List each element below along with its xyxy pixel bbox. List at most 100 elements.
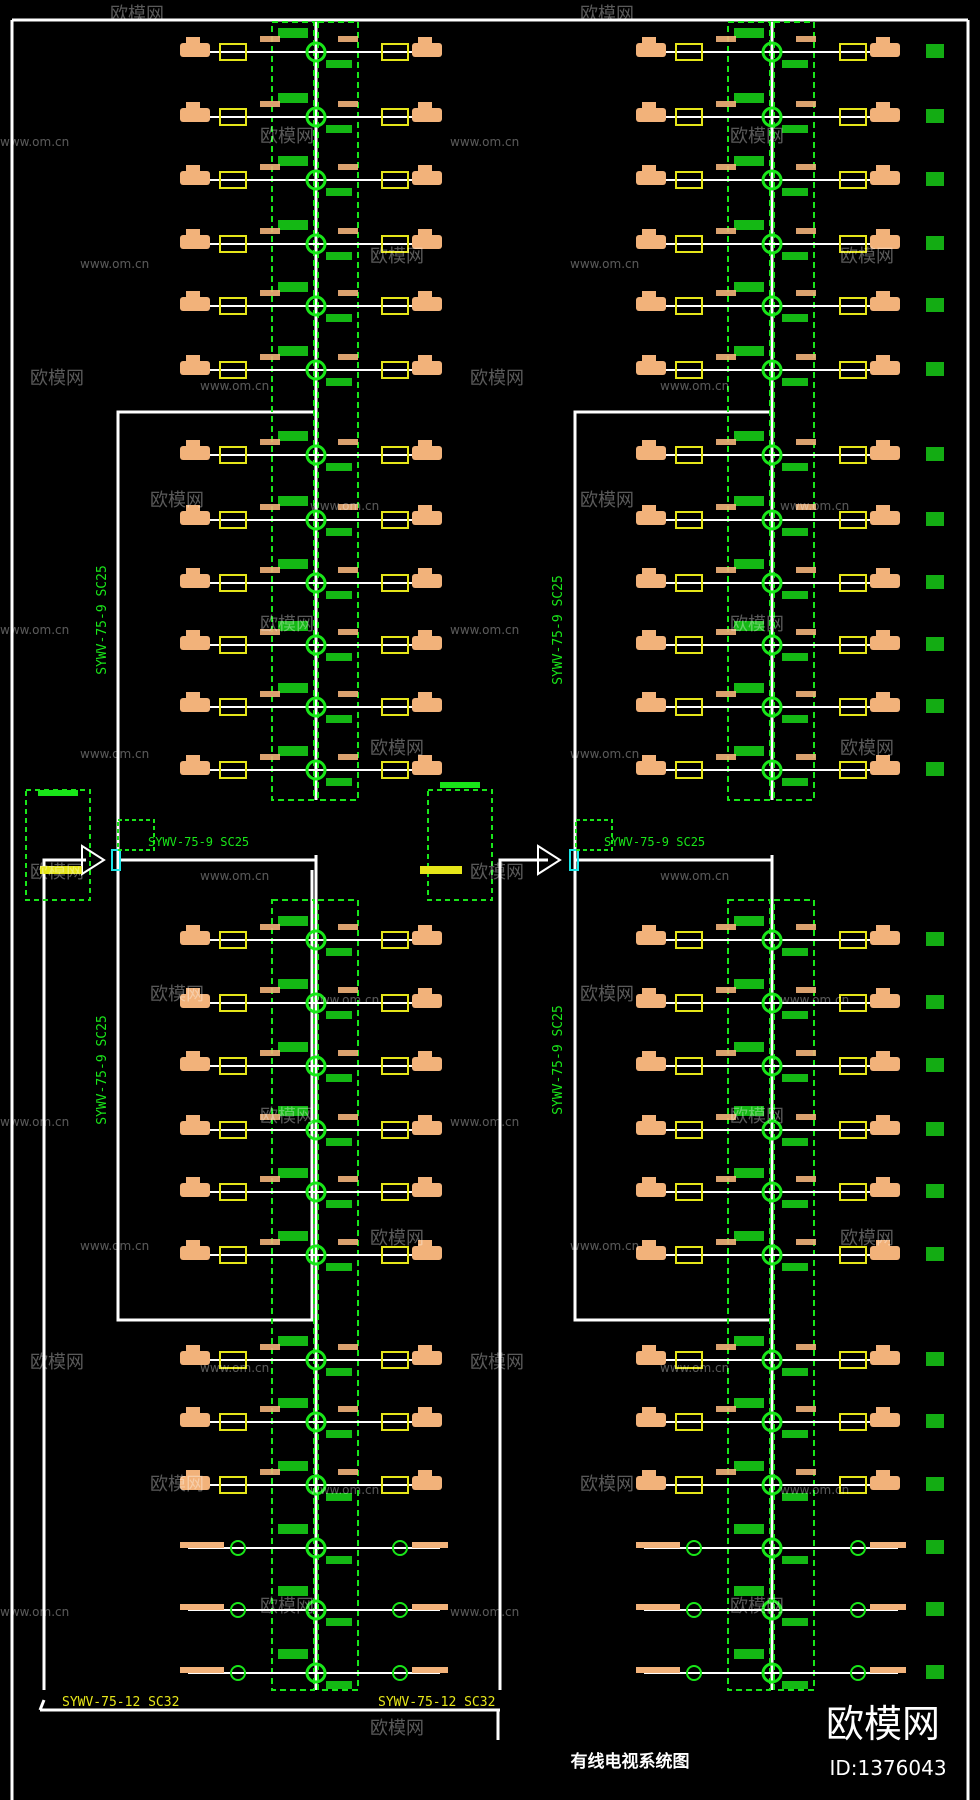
splitter-box <box>675 297 703 315</box>
tap-value-mark <box>782 778 808 786</box>
tv-outlet-top <box>186 1407 200 1413</box>
tap-value-mark <box>782 653 808 661</box>
outlet-tag <box>338 504 358 510</box>
tap-value-mark <box>326 378 352 386</box>
watermark-site: www.om.cn <box>450 135 519 149</box>
tap-circle <box>761 572 783 594</box>
floor-row <box>636 683 944 723</box>
floor-mark <box>926 932 944 946</box>
splitter-box <box>219 636 247 654</box>
tap-circle <box>761 759 783 781</box>
tap-value-mark <box>782 1556 808 1564</box>
tap-label-mark <box>734 496 764 506</box>
tap-label-mark <box>734 1586 764 1596</box>
splitter-box <box>381 1351 409 1369</box>
outlet-tag <box>260 924 280 930</box>
splitter-box <box>675 108 703 126</box>
watermark-site: www.om.cn <box>200 1361 269 1375</box>
tv-outlet-icon <box>412 171 442 185</box>
splitter-box <box>219 1476 247 1494</box>
tv-outlet-icon <box>636 1057 666 1071</box>
floor-row <box>636 1524 944 1564</box>
watermark-site: www.om.cn <box>310 1483 379 1497</box>
tap-value-mark <box>326 1368 352 1376</box>
floor-row <box>180 1398 442 1438</box>
amplifier-icon <box>81 844 106 876</box>
watermark-site: www.om.cn <box>0 1115 69 1129</box>
outlet-tag <box>716 1406 736 1412</box>
outlet-tag <box>338 1050 358 1056</box>
watermark-site: www.om.cn <box>450 1605 519 1619</box>
feeder-line-3 <box>573 410 772 860</box>
tv-outlet-top <box>642 165 656 171</box>
splitter-box <box>839 108 867 126</box>
outlet-tag <box>796 754 816 760</box>
tv-outlet-icon <box>636 761 666 775</box>
splitter-box <box>381 1246 409 1264</box>
floor-row <box>636 28 944 68</box>
tap-circle <box>761 929 783 951</box>
tv-outlet-top <box>186 1470 200 1476</box>
tv-outlet-top <box>876 755 890 761</box>
outlet-tag <box>716 1344 736 1350</box>
feeder-line-6 <box>42 858 86 1690</box>
tv-outlet-icon <box>180 43 210 57</box>
splitter-box <box>675 1351 703 1369</box>
tap-circle <box>761 1411 783 1433</box>
tap-circle <box>761 359 783 381</box>
tap-value-mark <box>326 1263 352 1271</box>
watermark-brand: 欧模网 <box>370 738 424 759</box>
watermark-brand: 欧模网 <box>30 1352 84 1373</box>
tap-value-mark <box>782 1618 808 1626</box>
outlet-tag <box>260 1344 280 1350</box>
floor-mark <box>926 1414 944 1428</box>
tap-value-mark <box>782 528 808 536</box>
splitter-box <box>219 698 247 716</box>
tap-label-mark <box>734 156 764 166</box>
tap-value-mark <box>782 1138 808 1146</box>
tv-outlet-icon <box>636 636 666 650</box>
watermark-brand: 欧模网 <box>470 862 524 883</box>
watermark-layer: 欧模网欧模网欧模网欧模网欧模网欧模网欧模网欧模网欧模网欧模网欧模网欧模网欧模网欧… <box>0 4 894 1739</box>
splitter-box <box>675 43 703 61</box>
splitter-box <box>381 1121 409 1139</box>
terminator-circle <box>686 1665 702 1681</box>
tap-value-mark <box>782 948 808 956</box>
tap-circle <box>761 509 783 531</box>
tv-outlet-top <box>642 925 656 931</box>
floor-mark <box>926 1184 944 1198</box>
floor-mark <box>926 762 944 776</box>
splitter-box <box>381 1476 409 1494</box>
tap-label-mark <box>278 1106 308 1116</box>
outlet-tag <box>338 1114 358 1120</box>
amplifier-group <box>25 789 155 901</box>
splitter-box <box>381 761 409 779</box>
tap-value-mark <box>326 1618 352 1626</box>
splitter-box <box>219 1121 247 1139</box>
tap-circle <box>761 169 783 191</box>
splitter-box <box>219 235 247 253</box>
tap-label-mark <box>734 1042 764 1052</box>
watermark-site: www.om.cn <box>780 993 849 1007</box>
outlet-tag <box>260 164 280 170</box>
tv-outlet-top <box>186 988 200 994</box>
floor-mark <box>926 44 944 58</box>
watermark-brand: 欧模网 <box>840 1228 894 1249</box>
tv-outlet-top <box>876 630 890 636</box>
watermark-brand: 欧模网 <box>370 1718 424 1739</box>
tv-outlet-icon <box>870 931 900 945</box>
outlet-tag <box>412 1604 448 1610</box>
outlet-tag <box>260 1406 280 1412</box>
tap-value-mark <box>782 1430 808 1438</box>
floor-row <box>180 220 442 260</box>
amp-label-box <box>117 819 155 851</box>
tv-outlet-top <box>642 988 656 994</box>
tap-circle <box>761 1474 783 1496</box>
outlet-tag <box>412 1542 448 1548</box>
tv-outlet-top <box>642 440 656 446</box>
outlet-tag <box>338 1406 358 1412</box>
splitter-box <box>839 1057 867 1075</box>
floor-row <box>636 93 944 133</box>
floor-mark <box>926 575 944 589</box>
amplifier-group <box>420 782 613 901</box>
